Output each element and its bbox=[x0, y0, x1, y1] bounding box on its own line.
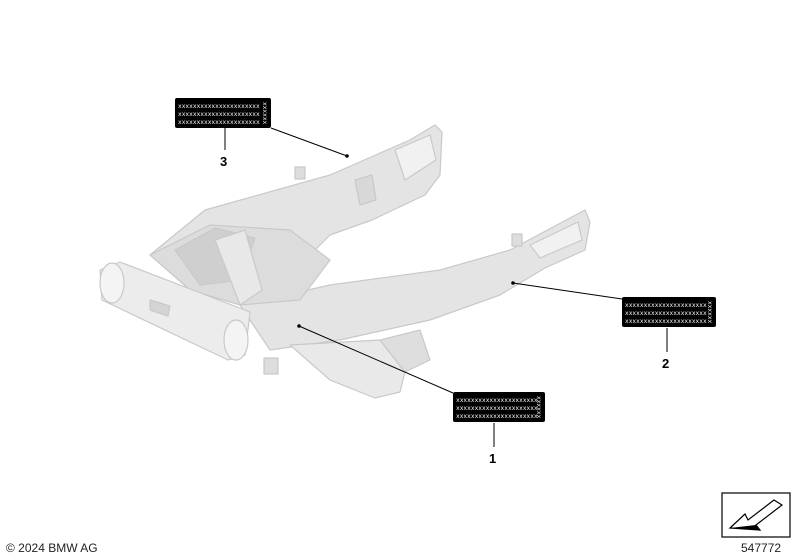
callout-number-2: 2 bbox=[662, 356, 670, 371]
label-decal-1: xxxxxxxxxxxxxxxxxxxxxx xxxxxxxxxxxxxxxxx… bbox=[453, 392, 545, 422]
label-1-line-3: xxxxxxxxxxxxxxxxxxxxxx bbox=[456, 413, 538, 420]
diagram-corner-icon bbox=[721, 492, 791, 538]
label-2-line-3: xxxxxxxxxxxxxxxxxxxxxx bbox=[625, 318, 707, 325]
label-3-line-1: xxxxxxxxxxxxxxxxxxxxxx bbox=[178, 103, 260, 110]
leader-dot-3 bbox=[345, 154, 349, 158]
label-1-line-2: xxxxxxxxxxxxxxxxxxxxxx bbox=[456, 405, 538, 412]
label-2-side: xxxxxx bbox=[706, 301, 713, 324]
leader-lines bbox=[224, 127, 668, 447]
label-3-line-2: xxxxxxxxxxxxxxxxxxxxxx bbox=[178, 111, 260, 118]
leader-dot-1 bbox=[297, 324, 301, 328]
label-3-side: xxxxxx bbox=[261, 102, 268, 125]
label-decal-2: xxxxxxxxxxxxxxxxxxxxxx xxxxxxxxxxxxxxxxx… bbox=[622, 297, 716, 327]
diagram-number: 547772 bbox=[741, 541, 782, 555]
leader-line-3 bbox=[270, 127, 348, 157]
leader-dot-2 bbox=[511, 281, 515, 285]
callout-number-3: 3 bbox=[220, 154, 228, 169]
callout-number-1: 1 bbox=[489, 451, 497, 466]
copyright-text: © 2024 BMW AG bbox=[6, 541, 98, 555]
label-1-line-1: xxxxxxxxxxxxxxxxxxxxxx bbox=[456, 397, 538, 404]
leader-line-1 bbox=[298, 325, 454, 394]
label-2-line-2: xxxxxxxxxxxxxxxxxxxxxx bbox=[625, 310, 707, 317]
label-3-line-3: xxxxxxxxxxxxxxxxxxxxxx bbox=[178, 119, 260, 126]
swingarm-illustration bbox=[99, 124, 591, 399]
label-1-side: xxxxxx bbox=[535, 396, 542, 419]
leader-line-2 bbox=[512, 282, 623, 300]
label-decal-3: xxxxxxxxxxxxxxxxxxxxxx xxxxxxxxxxxxxxxxx… bbox=[175, 98, 271, 128]
label-2-line-1: xxxxxxxxxxxxxxxxxxxxxx bbox=[625, 302, 707, 309]
